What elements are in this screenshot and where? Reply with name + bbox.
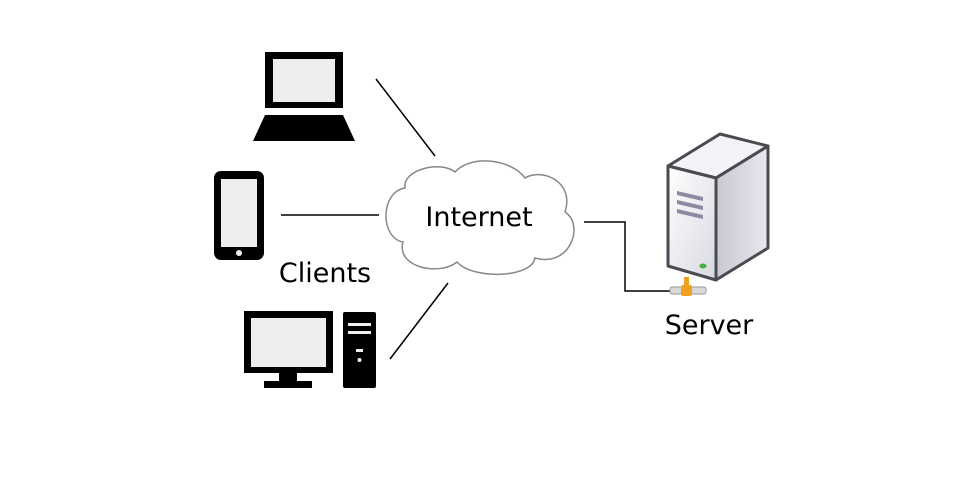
- server-label: Server: [665, 310, 754, 341]
- desktop-link: [389, 282, 449, 360]
- cloud-icon: [385, 160, 575, 276]
- connection-lines: [281, 78, 670, 360]
- server-link: [584, 221, 670, 292]
- laptop-link: [375, 78, 436, 157]
- clients-label: Clients: [279, 258, 371, 289]
- smartphone-icon: [214, 171, 264, 260]
- desktop-computer-icon: [244, 311, 376, 388]
- internet-label: Internet: [425, 202, 532, 233]
- laptop-icon: [253, 52, 355, 141]
- server-tower-icon: [666, 132, 770, 296]
